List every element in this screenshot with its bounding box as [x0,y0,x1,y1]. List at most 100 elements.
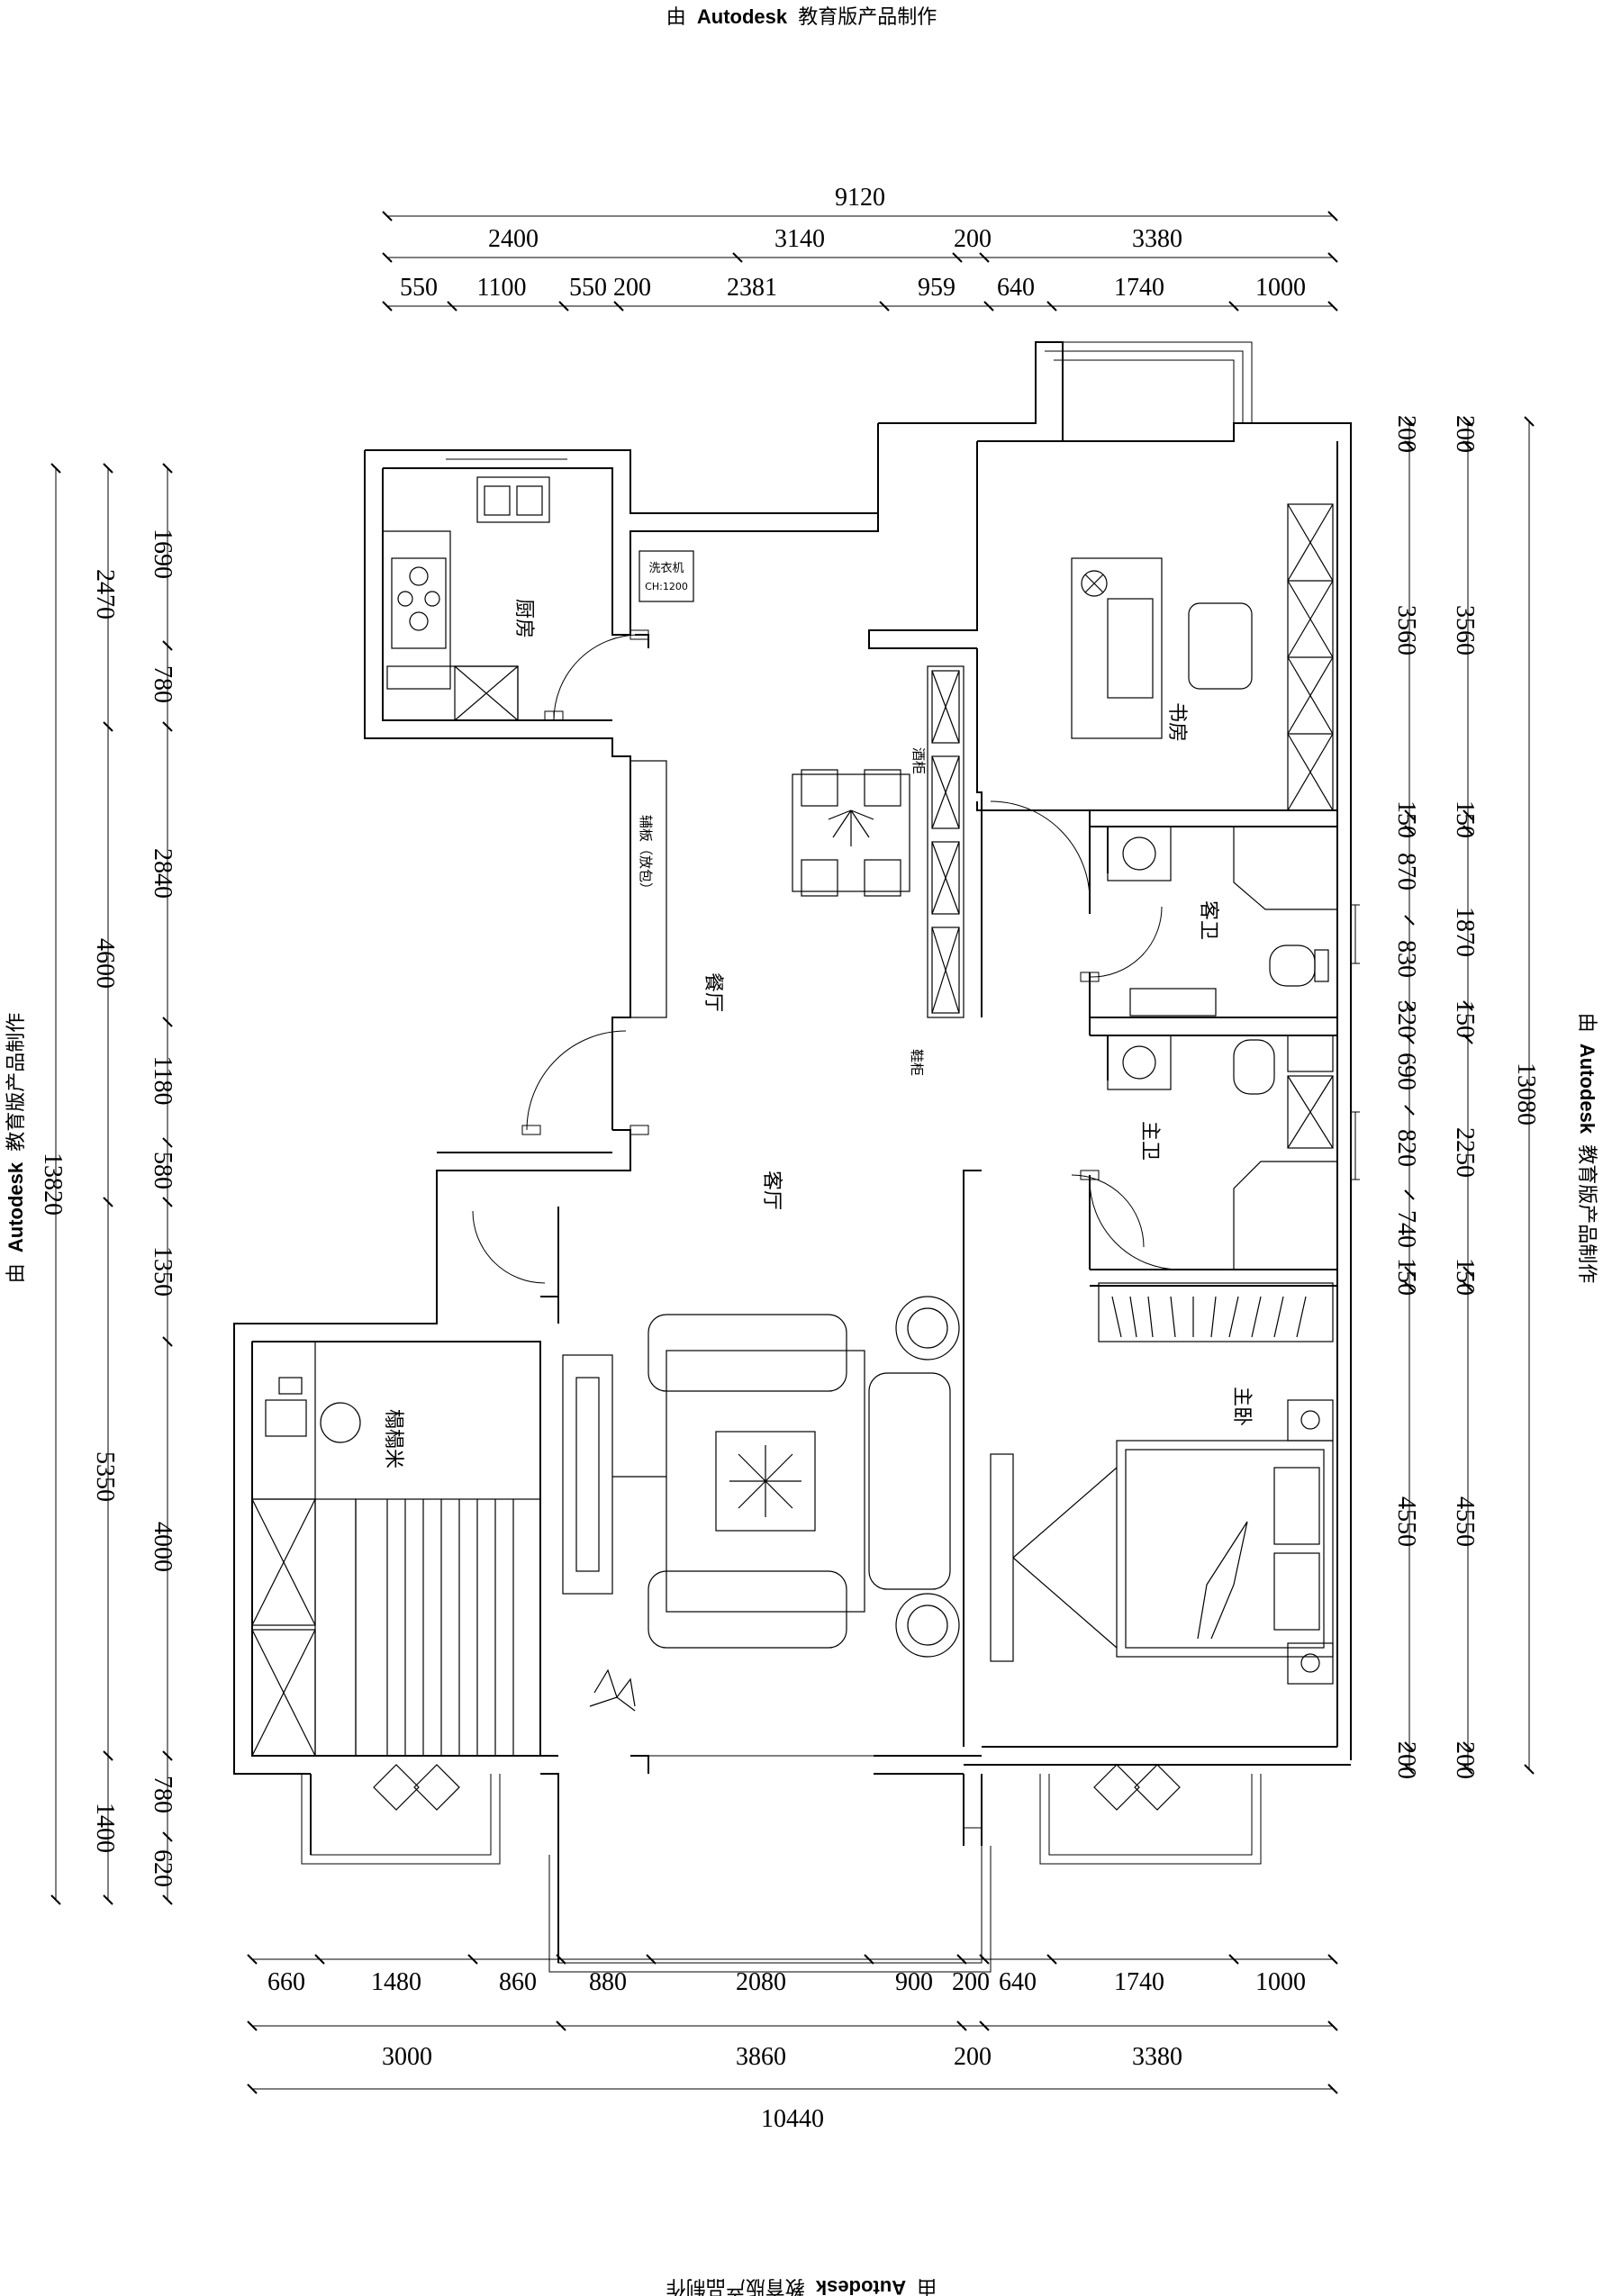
dim-right-inner: 200 [1392,415,1420,453]
dim-top-detail: 640 [997,274,1035,302]
tatami-mat [355,1498,541,1757]
dim-left-detail: 780 [149,1776,177,1813]
living-room-furniture [562,1296,960,1712]
feature-wall-label: 辅板（放包） [638,815,654,896]
dimension-labels-bottom: 660 1480 860 880 2080 900 200 640 1740 1… [267,1968,1306,2133]
dim-right-inner: 740 [1392,1210,1420,1248]
watermark-bottom: 由 Autodesk 教育版产品制作 [666,2275,937,2296]
sofa-icon [868,1372,951,1590]
room-label-study: 书房 [1165,702,1188,742]
svg-text:由 Autodesk 教育版产品制作: 由 Autodesk 教育版产品制作 [1575,1013,1598,1284]
washer-icon [638,550,694,602]
dim-right-outer: 4550 [1451,1496,1479,1547]
dimension-labels-left: 13820 2470 4600 5350 1400 1690 780 2840 … [39,529,177,1887]
room-label-master-bath: 主卫 [1138,1121,1161,1161]
watermark-left: 由 Autodesk 教育版产品制作 [5,1013,28,1284]
nightstand [1287,1399,1334,1442]
watermark-right: 由 Autodesk 教育版产品制作 [1575,1013,1598,1284]
dim-right-outer: 200 [1451,415,1479,453]
chair-icon [1188,602,1253,690]
dim-top-detail: 959 [918,274,955,302]
dim-right-inner: 830 [1392,940,1420,978]
study-furniture [1071,503,1334,811]
dim-bottom-detail: 860 [499,1968,537,1996]
kitchen-counter [383,476,550,721]
wine-cabinet [927,665,965,1018]
dim-top-detail: 550 [569,274,607,302]
dim-top-detail: 1100 [477,274,527,302]
dim-bottom-detail: 640 [999,1968,1037,1996]
sofa-icon [648,1570,847,1649]
dim-right-outer: 2250 [1451,1127,1479,1178]
washer-label: 洗衣机 [648,561,684,575]
fridge-icon [454,665,519,721]
dim-left-detail: 580 [149,1152,177,1189]
dim-bottom-total: 10440 [761,2105,824,2133]
dim-right-inner: 150 [1392,1258,1420,1296]
sofa-icon [648,1314,847,1392]
balcony-furniture [373,1764,1181,1811]
bed-icon [1116,1440,1334,1658]
nightstand [1287,1642,1334,1685]
dim-bottom-detail: 1480 [371,1968,421,1996]
room-label-kitchen: 厨房 [512,599,535,638]
room-label-tatami: 榻榻米 [382,1409,404,1469]
plant-icon [895,1593,960,1658]
dim-right-inner: 320 [1392,1000,1420,1038]
dimension-ticks [50,211,1535,2094]
balconies [301,341,1262,1973]
sink-icon [476,476,550,523]
master-bedroom-furniture [990,1282,1334,1685]
dim-right-inner: 870 [1392,853,1420,890]
room-label-dining: 餐厅 [702,972,724,1012]
svg-text:由 Autodesk 教育版产品制作: 由 Autodesk 教育版产品制作 [666,5,937,29]
desk-icon [1071,557,1163,739]
walls [233,341,1352,1963]
dim-top-mid: 3380 [1132,225,1182,253]
toilet-icon [1233,1039,1275,1095]
table-icon [320,1402,361,1443]
coffee-table [715,1431,816,1532]
dim-right-outer: 150 [1451,800,1479,838]
dining-table [792,769,910,897]
dim-right-inner: 3560 [1392,605,1420,655]
toilet-icon [1269,945,1316,987]
plant-icon [895,1296,960,1360]
dim-left-mid: 2470 [91,569,119,619]
dimension-labels-right: 13080 200 3560 150 1870 150 2250 150 455… [1392,415,1540,1779]
shoe-cabinet-label: 鞋柜 [909,1049,925,1076]
dimension-lines [55,215,1530,2090]
wine-cabinet-label: 酒柜 [910,747,927,774]
dim-top-detail: 550 [400,274,438,302]
dim-right-outer: 200 [1451,1741,1479,1779]
dim-left-detail: 1180 [149,1056,177,1106]
dim-top-detail: 1000 [1255,274,1306,302]
dim-right-total: 13080 [1512,1062,1540,1125]
dim-right-inner: 200 [1392,1741,1420,1779]
washbasin-icon [1107,826,1172,881]
dim-bottom-mid: 200 [954,2043,992,2071]
dim-right-inner: 690 [1392,1053,1420,1090]
lamp-icon [1081,570,1108,597]
svg-text:由 Autodesk 教育版产品制作: 由 Autodesk 教育版产品制作 [5,1013,28,1284]
dim-top-total: 9120 [835,184,885,212]
guest-bath-fixtures [1107,826,1337,1017]
washbasin-icon [1107,1035,1172,1090]
dim-top-mid: 3140 [774,225,825,253]
dim-right-inner: 150 [1392,800,1420,838]
room-labels: 厨房 餐厅 客厅 书房 客卫 主卫 主卧 榻榻米 [382,599,1253,1469]
dim-left-detail: 4000 [149,1522,177,1572]
rug [666,1350,865,1613]
room-label-master-bedroom: 主卧 [1230,1387,1253,1426]
room-label-living: 客厅 [760,1171,783,1210]
dim-right-inner: 820 [1392,1129,1420,1167]
dim-left-detail: 780 [149,665,177,703]
desk-icon [265,1399,307,1437]
dim-bottom-detail: 880 [589,1968,627,1996]
dim-left-mid: 4600 [91,938,119,989]
dim-right-inner: 4550 [1392,1496,1420,1547]
dim-top-detail: 1740 [1114,274,1164,302]
dim-bottom-detail: 660 [267,1968,305,1996]
washer-size-label: CH:1200 [645,581,688,592]
